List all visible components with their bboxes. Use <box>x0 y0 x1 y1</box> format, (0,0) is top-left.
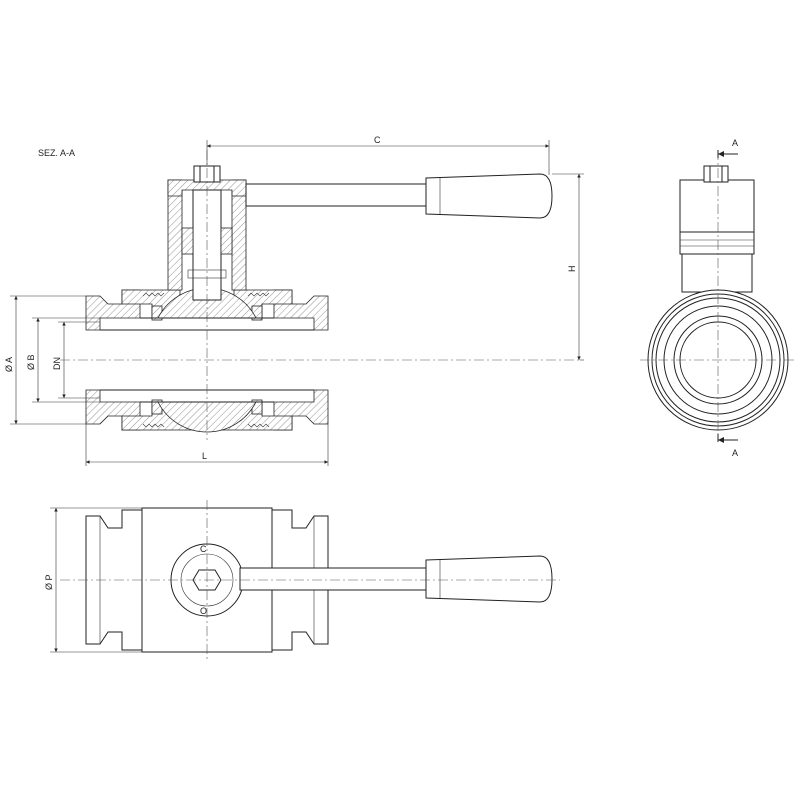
packing-left <box>181 227 194 255</box>
ball-bottom <box>157 401 257 433</box>
dimension-dn: DN <box>52 321 100 399</box>
side-stem-cap <box>679 179 755 233</box>
plan-view: C O <box>60 500 560 660</box>
dimension-l: L <box>85 424 329 466</box>
dimension-h: H <box>552 173 584 361</box>
dim-l-label: L <box>202 451 207 461</box>
dim-h-label: H <box>567 266 577 273</box>
side-neck <box>681 253 753 293</box>
side-collar <box>679 231 755 255</box>
stem-housing-right <box>231 179 247 291</box>
handle-mark-open: O <box>200 606 207 616</box>
section-mark-bottom: A <box>732 448 738 458</box>
dim-b-label: Ø B <box>26 354 36 370</box>
dim-dn-label: DN <box>52 357 62 370</box>
plan-handle-lever <box>239 567 431 591</box>
dim-a-label: Ø A <box>4 357 14 372</box>
stem-housing-left <box>167 179 183 291</box>
dimension-b: Ø B <box>26 317 100 403</box>
handle-lever <box>245 183 431 207</box>
side-view: A A <box>640 138 796 458</box>
dimension-c: C <box>206 135 550 175</box>
dim-c-label: C <box>374 135 381 145</box>
side-stem-nut <box>703 165 729 183</box>
dimension-p: Ø P <box>44 507 142 653</box>
handle-mark-closed: C <box>200 544 207 554</box>
handle-grip <box>425 173 553 219</box>
plan-handle-grip <box>425 555 553 603</box>
section-mark-top: A <box>732 138 738 148</box>
section-label: SEZ. A-A <box>38 148 75 158</box>
packing-right <box>220 227 233 255</box>
dim-p-label: Ø P <box>44 574 54 590</box>
dimension-a: Ø A <box>4 295 86 425</box>
section-view <box>60 150 580 440</box>
